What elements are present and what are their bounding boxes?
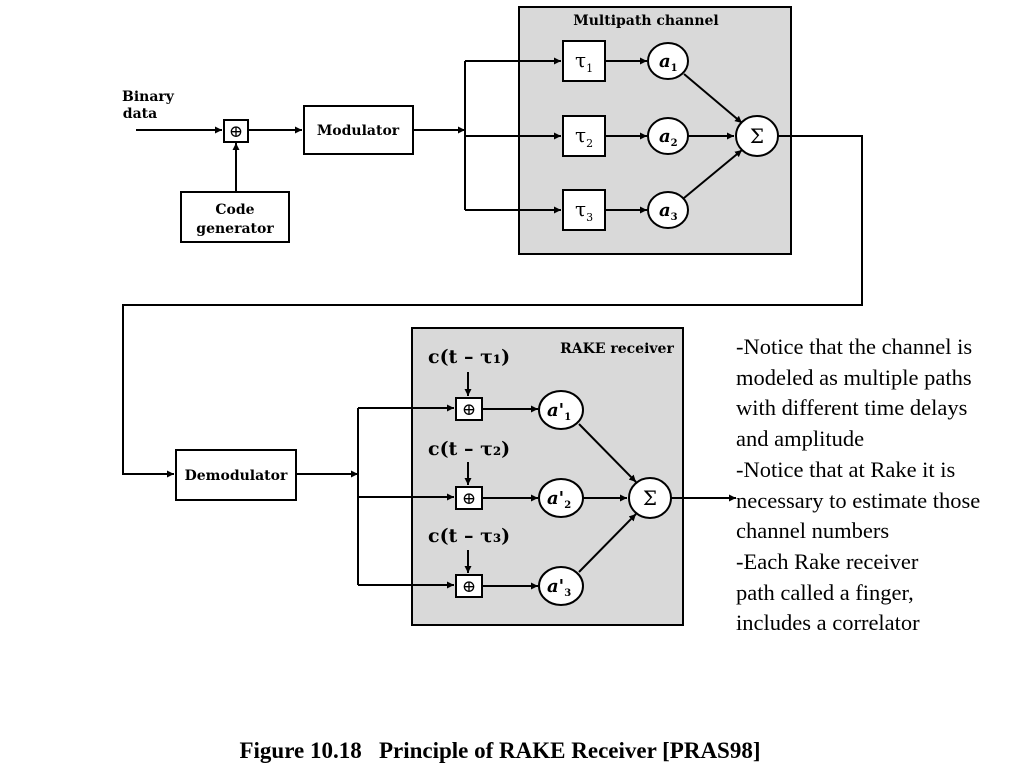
note-line: -Each Rake receiver: [736, 548, 919, 574]
gain3-to-sum-wire: [683, 149, 743, 199]
channel-sum-symbol: Σ: [750, 124, 764, 148]
note-line: modeled as multiple paths: [736, 364, 972, 390]
channel-gain-3: [647, 191, 689, 229]
spreading-xor-symbol: ⊕: [229, 122, 243, 142]
binary-data-label-line1: Binary: [122, 89, 175, 105]
finger-gain-3: [538, 566, 584, 606]
code-generator-label-line1: Code: [215, 202, 254, 218]
channel-gain-1: [647, 42, 689, 80]
finger-gain-label-1: a'1: [547, 400, 571, 423]
binary-data-label-line2: data: [123, 106, 157, 122]
finger-gain-label-2: a'2: [547, 488, 571, 511]
finger2-xor-symbol: ⊕: [462, 489, 476, 509]
note-line: -Notice that the channel is: [736, 334, 973, 359]
note-line: channel numbers: [736, 518, 890, 544]
gain1-to-sum-wire: [683, 73, 743, 124]
channel-gain-label-3: a3: [659, 200, 678, 223]
demodulator-box: [175, 449, 297, 501]
note-line: path called a finger,: [736, 579, 914, 605]
modulator-label: Modulator: [317, 123, 400, 139]
delay-label-3: τ3: [575, 197, 593, 224]
delay-label-2: τ2: [575, 123, 593, 150]
finger2-code-label: c(t – τ₂): [428, 438, 510, 460]
annotation-notes: -Notice that the channel is modeled as m…: [736, 332, 1022, 639]
delay-box-2: [562, 115, 606, 157]
finger-gain-1: [538, 390, 584, 430]
rake-receiver-title: RAKE receiver: [560, 341, 674, 357]
multipath-channel-title: Multipath channel: [573, 13, 719, 29]
delay-box-3: [562, 189, 606, 231]
code-generator-box: [180, 191, 290, 243]
finger3-code-label: c(t – τ₃): [428, 525, 510, 547]
delay-label-1: τ1: [575, 48, 593, 75]
finger3-to-sum-wire: [578, 513, 637, 573]
modulator-box: [303, 105, 414, 155]
finger1-xor-symbol: ⊕: [462, 400, 476, 420]
finger1-code-label: c(t – τ₁): [428, 346, 510, 368]
spreading-xor-box: [223, 119, 249, 143]
receiver-sum-symbol: Σ: [643, 486, 657, 510]
note-line: with different time delays: [736, 395, 968, 421]
note-line: includes a correlator: [736, 610, 920, 636]
demodulator-label: Demodulator: [185, 468, 288, 484]
finger-gain-label-3: a'3: [547, 576, 571, 599]
finger3-xor-symbol: ⊕: [462, 577, 476, 597]
note-line: -Notice that at Rake it is: [736, 456, 956, 482]
figure-caption: Figure 10.18 Principle of RAKE Receiver …: [239, 738, 761, 763]
delay-box-1: [562, 40, 606, 82]
channel-to-receiver-wire: [122, 135, 863, 478]
note-line: necessary to estimate those: [736, 487, 981, 513]
channel-gain-label-2: a2: [659, 126, 678, 149]
finger1-to-sum-wire: [578, 423, 637, 483]
note-line: and amplitude: [736, 426, 865, 452]
channel-gain-label-1: a1: [659, 51, 678, 74]
code-generator-label-line2: generator: [196, 221, 274, 237]
